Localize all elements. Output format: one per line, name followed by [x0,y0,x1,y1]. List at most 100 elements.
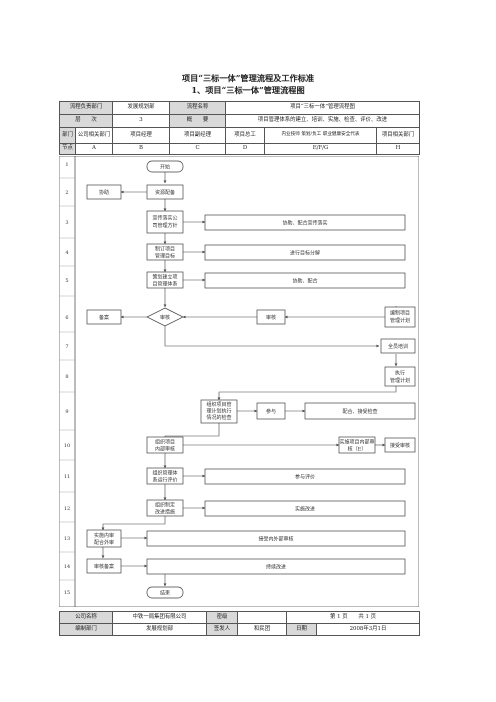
svg-text:管理计划: 管理计划 [390,377,410,384]
compile-plan: 编制项目 管理计划 [384,306,416,328]
set-objectives: 制订项目 管理目标 [146,243,184,261]
dept-label-footer: 编制部门 [59,623,113,636]
dept-h: 项目相关部门 [376,127,420,144]
svg-text:资源配备: 资源配备 [155,189,175,196]
svg-text:参与: 参与 [266,408,276,415]
col-c: C [169,143,226,155]
company-label: 公司名称 [59,611,113,624]
svg-text:制订项目: 制订项目 [155,246,175,253]
svg-text:组织项目: 组织项目 [155,439,175,446]
svg-text:组织制定: 组织制定 [155,502,175,509]
dept-efg: 内业技师 策划/负工 职业健康安全代表 [264,127,377,144]
footer-table: 公司名称 中铁一局集团有限公司 密级 第 1 页 共 1 页 编制部门 发展规划… [59,611,420,636]
col-a: A [75,143,113,155]
svg-text:宣传落实公: 宣传落实公 [152,215,177,222]
secret-label: 密级 [206,611,238,624]
svg-text:管理计划: 管理计划 [390,317,410,324]
svg-text:进行目标分解: 进行目标分解 [290,250,320,257]
resource-allocation: 资源配备 [146,184,184,200]
svg-text:实施改进: 实施改进 [295,506,315,513]
page-count: 第 1 页 共 1 页 [286,611,420,624]
start-node: 开始 [146,160,184,173]
svg-text:理计划执行: 理计划执行 [206,408,231,415]
dept-c: 项目副经理 [169,127,226,144]
svg-text:目管理体系: 目管理体系 [152,281,177,288]
dept-a: 公司相关部门 [75,127,113,144]
row-number: 6 [65,315,68,321]
svg-text:核（E）: 核（E） [348,446,367,453]
end-node: 结束 [146,586,184,599]
end-label: 结束 [160,590,170,597]
staff-training: 全员培训 [380,338,416,354]
svg-text:审核备案: 审核备案 [94,563,114,570]
row-number: 11 [64,474,70,480]
implement-internal-audit: 实施项目内部审 核（E） [338,436,376,454]
issuer-value: 和民团 [237,623,287,636]
node-label: 节点 [59,143,76,155]
row-number: 12 [64,506,70,512]
date-value: 2008年3月1日 [316,623,420,636]
date-label: 日期 [286,623,317,636]
level-value: 3 [112,114,170,128]
svg-text:系运行评价: 系运行评价 [152,477,177,484]
col-d: D [225,143,265,155]
department-header: 部门 公司相关部门 项目经理 项目副经理 项目总工 内业技师 策划/负工 职业健… [59,127,420,155]
svg-text:组织管理体: 组织管理体 [152,470,177,477]
svg-text:组织项目管: 组织项目管 [206,401,231,408]
svg-text:内部审核: 内部审核 [155,446,175,453]
row-number: 14 [64,564,70,570]
assist-a: 协助 [86,184,122,200]
secret-value [237,611,287,624]
plan-system: 策划建立项 目管理体系 [146,271,184,289]
accept-audits: 接受内外部审核 [146,530,406,547]
flowchart-title: 1、项目“三标一体”管理流程图 [191,85,305,95]
start-label: 开始 [160,164,170,171]
svg-text:审核: 审核 [266,314,276,321]
document-title: 项目“三标一体”管理流程及工作标准 [181,73,315,83]
svg-text:管理目标: 管理目标 [155,253,175,260]
participate-evaluation: 参与评价 [204,468,406,485]
svg-text:参与评价: 参与评价 [295,474,315,481]
svg-text:策划建立项: 策划建立项 [152,274,177,281]
svg-text:接受内外部审核: 接受内外部审核 [258,536,293,543]
svg-text:全员培训: 全员培训 [388,343,408,350]
review-d: 审核 [256,309,286,325]
participate-d: 参与 [256,402,286,420]
svg-text:协助、配合宣传落实: 协助、配合宣传落实 [282,220,327,227]
owner-value: 发展规划部 [112,101,170,115]
level-label: 层 次 [59,114,113,128]
col-efg: E/F/G [264,143,377,155]
svg-text:执行: 执行 [395,370,405,377]
audit-filing-a: 审核备案 [86,558,122,574]
svg-text:协助、配合: 协助、配合 [292,278,317,285]
row-number: 15 [64,590,70,596]
row-number: 13 [64,536,70,542]
internal-external-audit-a: 实施内审 配合外审 [86,529,122,548]
issuer-label: 签发人 [206,623,238,636]
svg-text:改进措施: 改进措施 [155,509,175,516]
name-label: 流程名称 [169,101,226,115]
implement-improvement: 实施改进 [204,500,406,517]
summary-value: 项目管理体系的建立、培训、实施、检查、评价、改进 [225,114,420,128]
row-number: 8 [65,374,68,380]
filing-a: 备案 [86,309,122,325]
organize-evaluation: 组织管理体 系运行评价 [146,467,184,485]
assist-promote: 协助、配合宣传落实 [204,214,406,231]
assist-cooperate: 协助、配合 [204,272,406,289]
row-number: 5 [65,278,68,284]
svg-text:编制项目: 编制项目 [390,310,410,317]
connectors [101,172,398,587]
col-h: H [376,143,420,155]
summary-label: 概 要 [169,114,226,128]
svg-text:实施内审: 实施内审 [94,532,114,539]
svg-text:接受审核: 接受审核 [390,442,410,449]
row-number: 3 [65,220,68,226]
organize-internal-audit: 组织项目 内部审核 [146,436,184,454]
execute-plan: 执行 管理计划 [384,366,416,387]
col-b: B [112,143,170,155]
svg-text:情况的检查: 情况的检查 [206,414,231,421]
row-number: 1 [65,162,68,168]
promote-policy: 宣传落实公 司管理方针 [146,210,184,234]
review-diamond: 审核 [146,307,184,327]
dept-label: 部门 [59,127,76,144]
